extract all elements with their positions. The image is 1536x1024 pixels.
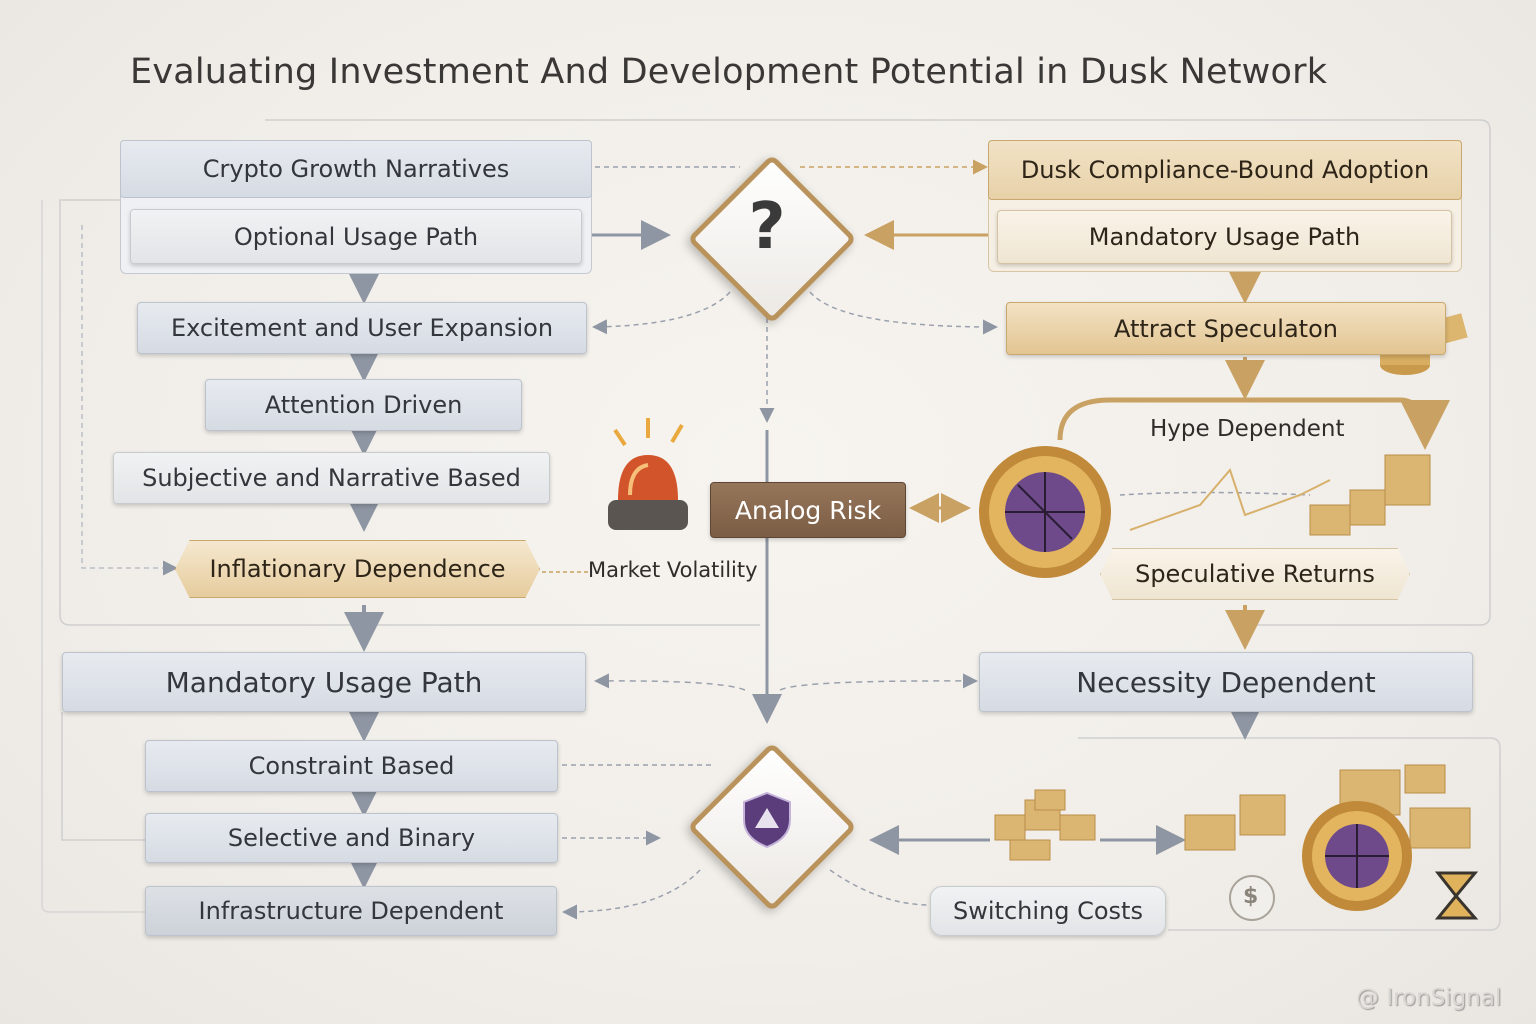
inflationary-dependence: Inflationary Dependence	[175, 540, 540, 598]
hourglass-icon	[1434, 871, 1479, 920]
necessity-dependent: Necessity Dependent	[979, 652, 1473, 712]
page-title: Evaluating Investment And Development Po…	[130, 52, 1328, 92]
shield-icon	[743, 791, 791, 849]
optional-usage-path: Optional Usage Path	[130, 209, 582, 264]
gold-blocks-icon	[994, 454, 1471, 861]
watermark: @ IronSignal	[1356, 985, 1502, 1011]
alarm-light-icon	[608, 418, 688, 530]
mandatory-usage-path-bottom: Mandatory Usage Path	[62, 652, 586, 712]
dusk-compliance-header: Dusk Compliance-Bound Adoption	[988, 140, 1462, 200]
analog-risk: Analog Risk	[710, 482, 906, 538]
bottom-coin-icon	[1302, 801, 1412, 911]
hype-dependent-label: Hype Dependent	[1150, 416, 1345, 442]
step-excitement: Excitement and User Expansion	[137, 302, 587, 354]
dusk-coin-icon	[979, 446, 1111, 578]
speculative-returns: Speculative Returns	[1100, 548, 1410, 600]
mandatory-usage-path-top: Mandatory Usage Path	[997, 210, 1452, 264]
crypto-growth-header: Crypto Growth Narratives	[120, 140, 592, 198]
switching-costs: Switching Costs	[930, 886, 1166, 936]
step-infrastructure: Infrastructure Dependent	[145, 886, 557, 936]
market-volatility-label: Market Volatility	[588, 558, 758, 582]
step-attention: Attention Driven	[205, 379, 522, 431]
dollar-coin-icon	[1229, 875, 1275, 921]
dollar-symbol: $	[1243, 884, 1259, 909]
attract-speculation: Attract Speculaton	[1006, 302, 1446, 355]
step-subjective: Subjective and Narrative Based	[113, 452, 550, 504]
step-selective: Selective and Binary	[145, 813, 558, 863]
step-constraint: Constraint Based	[145, 740, 558, 792]
question-icon: ?	[748, 190, 786, 264]
